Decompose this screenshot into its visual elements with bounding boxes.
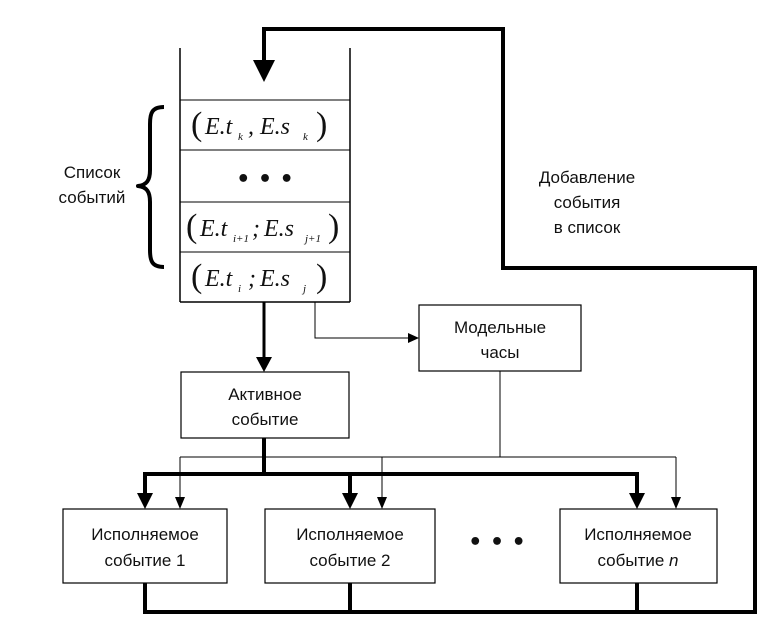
- event-sep: ;: [248, 266, 256, 292]
- stack-ellipsis: • • •: [236, 167, 294, 192]
- executed-event-1-line1: Исполняемое: [91, 525, 199, 544]
- executed-event-2-box: Исполняемое событие 2: [264, 508, 436, 584]
- event-state: E.s: [263, 216, 294, 242]
- event-list-brace: [136, 105, 165, 269]
- event-time-sub: k: [238, 131, 244, 143]
- add-event-label-line3: в список: [554, 218, 621, 237]
- event-list-label-line2: событий: [59, 188, 126, 207]
- active-distribution: [137, 438, 645, 509]
- event-sep: ,: [248, 114, 254, 140]
- executed-event-1-rect: [62, 508, 228, 584]
- add-event-label-line2: события: [554, 193, 621, 212]
- paren-open: (: [191, 106, 202, 143]
- event-list-stack: ( E.t k , E.s k ) • • • ( E.t i+1 ; E.s …: [179, 48, 351, 303]
- paren-close: ): [328, 208, 339, 245]
- paren-open: (: [186, 208, 197, 245]
- executed-event-n-line2: событие n: [597, 551, 678, 570]
- event-row-k: ( E.t k , E.s k ): [191, 106, 327, 143]
- paren-close: ): [316, 106, 327, 143]
- paren-open: (: [191, 258, 202, 295]
- event-sep: ;: [252, 216, 260, 242]
- stack-to-active-arrowhead: [256, 357, 272, 372]
- clock-arrowhead-n: [671, 497, 681, 509]
- executed-event-n-prefix: событие: [597, 551, 669, 570]
- executed-event-n-rect: [559, 508, 718, 584]
- active-event-line2: событие: [232, 410, 299, 429]
- executed-event-2-line1: Исполняемое: [296, 525, 404, 544]
- model-clock-rect: [418, 304, 582, 372]
- active-arrowhead-1: [137, 493, 153, 509]
- stack-to-clock-arrowhead: [408, 333, 419, 343]
- executed-events-ellipsis: • • •: [468, 530, 526, 555]
- feedback-loop-line: [143, 27, 757, 614]
- executed-event-n-index: n: [669, 551, 678, 570]
- clock-arrowhead-2: [377, 497, 387, 509]
- event-state: E.s: [259, 266, 290, 292]
- event-row-i-plus-1: ( E.t i+1 ; E.s j+1 ): [186, 208, 339, 245]
- executed-event-1-line2: событие 1: [104, 551, 185, 570]
- paren-close: ): [316, 258, 327, 295]
- clock-arrowhead-1: [175, 497, 185, 509]
- event-time: E.t: [199, 216, 229, 242]
- feedback-loop-arrowhead: [253, 60, 275, 82]
- event-list-label-line1: Список: [64, 163, 121, 182]
- active-event-box: Активное событие: [180, 371, 350, 439]
- stack-to-clock-line: [314, 302, 410, 339]
- active-arrowhead-2: [342, 493, 358, 509]
- model-clock-line1: Модельные: [454, 318, 546, 337]
- event-time: E.t: [204, 266, 234, 292]
- active-event-rect: [180, 371, 350, 439]
- active-event-line1: Активное: [228, 385, 302, 404]
- event-time-sub: i+1: [233, 233, 249, 245]
- event-state-sub: j+1: [303, 233, 321, 245]
- event-state: E.s: [259, 114, 290, 140]
- event-row-i: ( E.t i ; E.s j ): [191, 258, 327, 295]
- event-time-sub: i: [238, 283, 241, 295]
- active-arrowhead-n: [629, 493, 645, 509]
- model-clock-line2: часы: [480, 343, 519, 362]
- event-state-sub: k: [303, 131, 309, 143]
- model-clock-box: Модельные часы: [418, 304, 582, 372]
- executed-event-n-line1: Исполняемое: [584, 525, 692, 544]
- executed-event-2-rect: [264, 508, 436, 584]
- executed-event-n-box: Исполняемое событие n: [559, 508, 718, 584]
- add-event-label-line1: Добавление: [539, 168, 635, 187]
- executed-event-1-box: Исполняемое событие 1: [62, 508, 228, 584]
- event-time: E.t: [204, 114, 234, 140]
- event-state-sub: j: [301, 283, 306, 295]
- executed-event-2-line2: событие 2: [309, 551, 390, 570]
